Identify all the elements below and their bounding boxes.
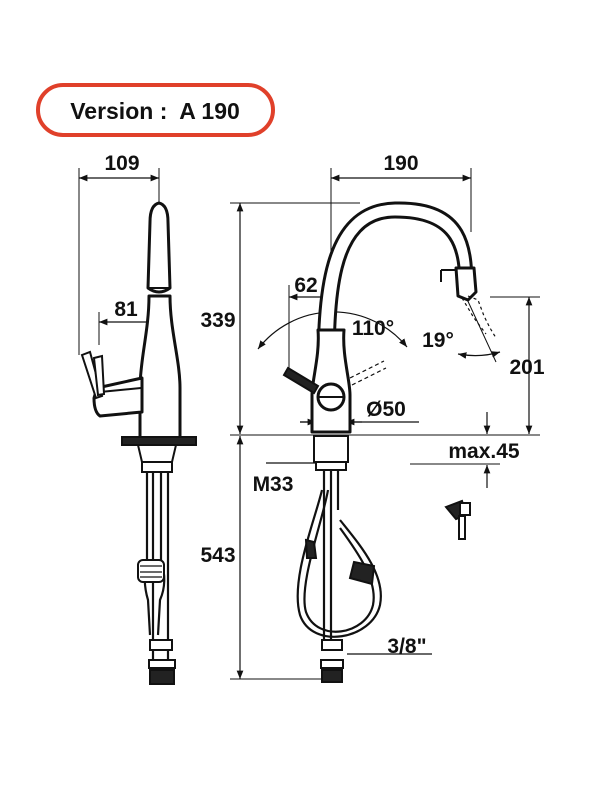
lever-detail-icon xyxy=(444,499,471,540)
hose-length-label: 543 xyxy=(200,544,235,567)
version-label: Version : A 190 xyxy=(70,98,240,124)
side-body xyxy=(138,294,182,440)
front-spray-head xyxy=(454,266,478,302)
side-handle-label: 81 xyxy=(114,298,138,321)
max-thickness-label: max.45 xyxy=(448,440,520,463)
front-view: 190 339 62 110° 19° 201 Ø50 max.45 xyxy=(200,152,545,683)
connection-label: 3/8" xyxy=(387,635,426,658)
pullout-hose-loop xyxy=(296,489,382,638)
base-diameter-label: Ø50 xyxy=(366,398,406,421)
height-label: 339 xyxy=(200,309,235,332)
spray-angle-label: 19° xyxy=(422,329,454,352)
spray-angle-arc xyxy=(457,351,501,359)
hose-weight-clip xyxy=(348,560,376,586)
handle-offset-label: 62 xyxy=(294,274,317,297)
side-view: 109 81 xyxy=(78,152,197,685)
front-shank xyxy=(313,435,349,463)
side-handle xyxy=(92,376,144,418)
side-base-plate xyxy=(121,436,197,446)
version-badge: Version : A 190 xyxy=(36,83,275,137)
side-spout-head xyxy=(146,201,172,294)
spout-reach-label: 190 xyxy=(383,152,418,175)
front-bottom-connector xyxy=(321,669,343,683)
spout-height-label: 201 xyxy=(509,356,544,379)
version-badge-border xyxy=(36,83,275,137)
front-lever xyxy=(282,366,320,395)
front-body xyxy=(310,328,352,434)
thread-label: M33 xyxy=(253,473,294,496)
side-hose-clip xyxy=(137,559,165,583)
side-width-label: 109 xyxy=(104,152,139,175)
side-bottom-connector xyxy=(149,669,175,685)
handle-angle-label: 110° xyxy=(352,317,394,340)
